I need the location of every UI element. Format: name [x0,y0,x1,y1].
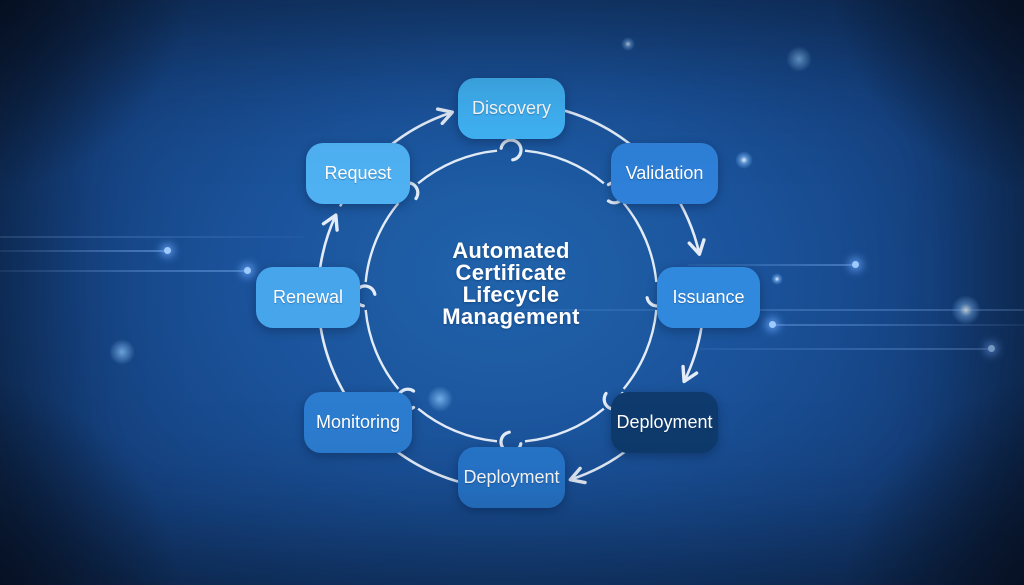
segment-hook-icon [499,138,523,162]
node-renewal: Renewal [256,267,360,328]
arrowhead-to-issuance-icon [687,238,706,256]
circuit-dot [988,345,995,352]
arrowhead-to-discovery-icon [435,107,454,126]
arrowhead-to-request-icon [321,213,339,232]
node-validation: Validation [611,143,718,204]
arrowhead-to-deployment-bottom-icon [568,466,587,485]
title-line: Certificate [455,260,567,285]
circuit-dot [852,261,859,268]
node-deployment-right: Deployment [611,392,718,453]
node-discovery: Discovery [458,78,565,139]
circuit-dot [769,321,776,328]
circuit-line [700,345,995,352]
node-issuance: Issuance [657,267,760,328]
circuit-line [0,236,305,238]
title-line: Management [442,304,580,329]
circuit-line [0,247,171,254]
circuit-dot [244,267,251,274]
node-deployment-bottom: Deployment [458,447,565,508]
title-line: Automated [452,238,570,263]
circuit-dot [164,247,171,254]
diagram-title: Automated Certificate Lifecycle Manageme… [391,240,631,328]
circuit-line [769,321,1024,328]
node-request: Request [306,143,410,204]
title-line: Lifecycle [462,282,560,307]
circuit-line [688,261,859,268]
circuit-line [0,267,251,274]
node-monitoring: Monitoring [304,392,412,453]
circuit-line [520,309,1024,311]
arrowhead-to-deployment-right-icon [681,364,699,384]
